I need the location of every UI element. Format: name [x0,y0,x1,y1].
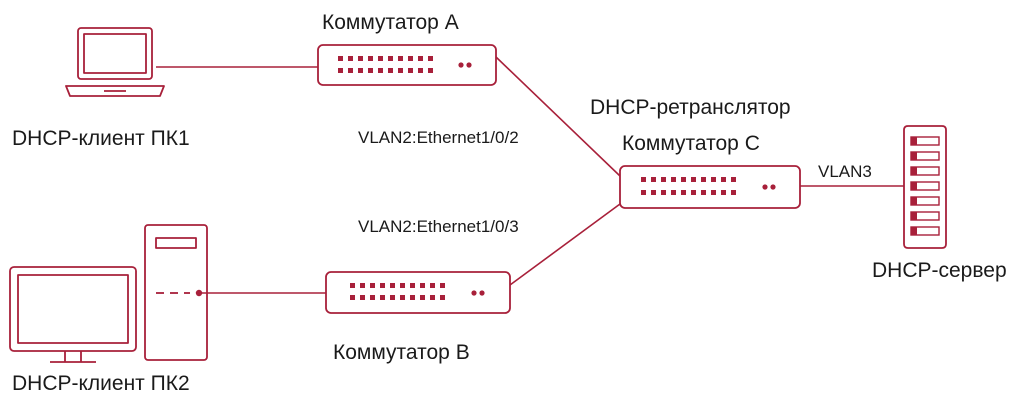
switch-b-label: Коммутатор В [333,341,470,364]
desktop-pc-icon [9,224,208,363]
link-switch-b-switch-c [509,203,621,286]
pc2-label: DHCP-клиент ПК2 [12,372,190,395]
link-a-c-label: VLAN2:Ethernet1/0/2 [358,128,519,147]
link-c-server-label: VLAN3 [818,162,872,181]
server-icon [903,125,947,249]
power-led-icon [195,289,203,297]
laptop-icon [65,27,165,97]
pc1-label: DHCP-клиент ПК1 [12,127,190,150]
link-switch-a-switch-c [495,56,621,177]
connection-lines [156,56,904,294]
switch-c-icon [619,165,801,209]
link-b-c-label: VLAN2:Ethernet1/0/3 [358,217,519,236]
relay-role-label: DHCP-ретранслятор [590,96,791,119]
switch-a-label: Коммутатор А [322,11,459,34]
switch-b-icon [325,271,511,314]
switch-a-icon [317,44,497,86]
switch-c-label: Коммутатор С [622,132,760,155]
server-label: DHCP-сервер [872,259,1007,282]
